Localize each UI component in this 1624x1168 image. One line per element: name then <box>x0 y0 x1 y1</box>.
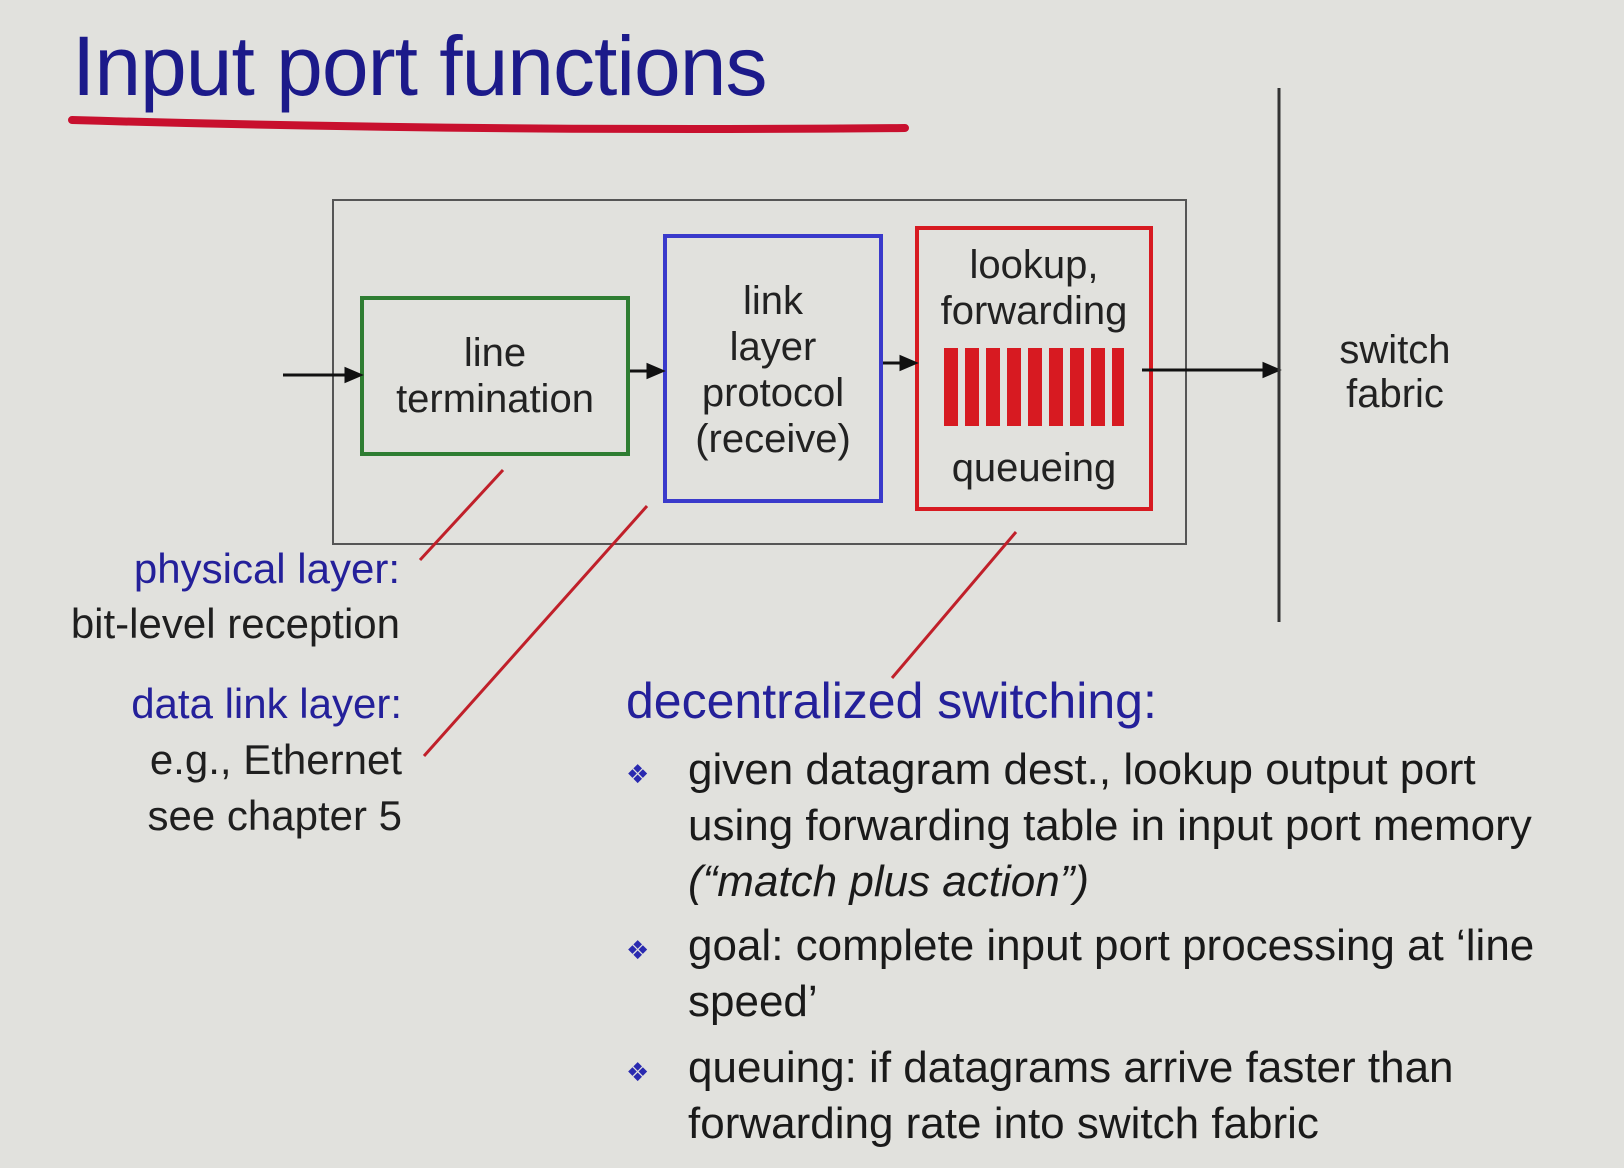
bullet-text: queuing: if datagrams arrive faster than… <box>688 1043 1454 1148</box>
lookup-forwarding-label: lookup, forwarding <box>940 243 1128 333</box>
data-link-example: e.g., Ethernet <box>149 736 402 783</box>
link-layer-box <box>663 234 883 503</box>
bullet-icon: ❖ <box>626 759 650 789</box>
physical-layer-heading: physical layer: <box>133 545 400 592</box>
data-link-chapter-ref: see chapter 5 <box>147 792 402 839</box>
queue-bars <box>944 348 1124 426</box>
flow-arrows <box>283 354 1282 384</box>
input-port-outer-box <box>332 199 1187 545</box>
physical-layer-text: bit-level reception <box>70 600 400 647</box>
title-underline <box>68 116 909 133</box>
bullet-queuing: ❖ queuing: if datagrams arrive faster th… <box>626 1040 1586 1152</box>
bullet-icon: ❖ <box>626 935 650 965</box>
decentralized-switching-heading: decentralized switching: <box>626 673 1157 729</box>
bullet-text: given datagram dest., lookup output port… <box>688 745 1532 906</box>
bullet-text: goal: complete input port processing at … <box>688 921 1535 1026</box>
callout-lines <box>418 468 1018 757</box>
line-termination-label: line termination <box>396 331 594 421</box>
line-termination-box <box>360 296 630 456</box>
data-link-layer-heading: data link layer: <box>131 680 402 727</box>
bullet-icon: ❖ <box>626 1057 650 1087</box>
switch-fabric-label: switch fabric <box>1339 328 1451 416</box>
slide-title: Input port functions <box>72 19 767 113</box>
link-layer-label: link layer protocol (receive) <box>695 279 851 461</box>
bullet-lookup: ❖ given datagram dest., lookup output po… <box>626 742 1586 910</box>
bullet-goal: ❖ goal: complete input port processing a… <box>626 918 1586 1030</box>
queueing-label: queueing <box>951 446 1117 490</box>
